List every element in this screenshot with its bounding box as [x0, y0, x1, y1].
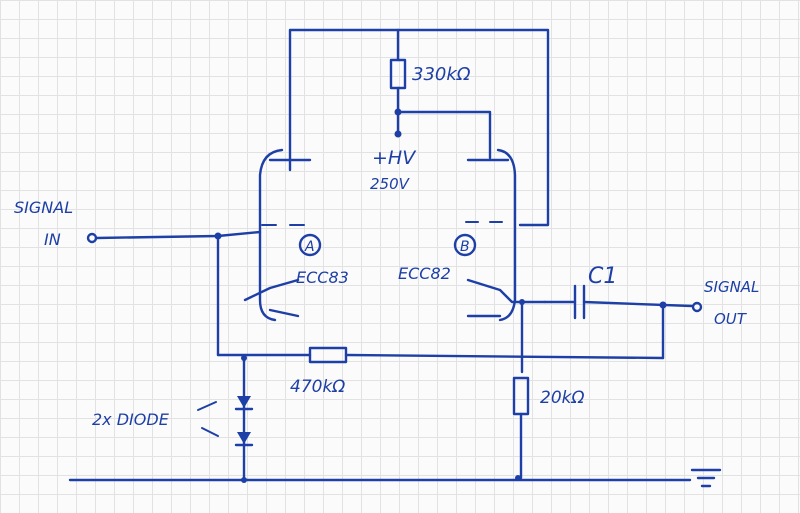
- feedback-wire-right: [344, 353, 665, 360]
- signal-out-terminal[interactable]: [691, 301, 703, 313]
- diode-1: [237, 396, 251, 408]
- signal-in-wire: [94, 230, 262, 240]
- signal-out-label-bottom: OUT: [714, 310, 748, 328]
- resistor-20k-label: 20kΩ: [540, 388, 584, 408]
- tube-b-type-label: ECC82: [398, 264, 451, 283]
- tube-envelope-right: [496, 148, 517, 322]
- tube-b-letter: B: [460, 239, 470, 255]
- hv-value-label: 250V: [370, 175, 411, 193]
- cathode-a: [243, 278, 300, 318]
- diode-annotation-mark: [197, 401, 219, 437]
- cap-right-lead: [582, 300, 694, 308]
- diode-label: 2x DIODE: [92, 410, 170, 429]
- hv-junction-dot: [394, 130, 402, 138]
- resistor-20k: [512, 376, 530, 416]
- signal-in-label-top: SIGNAL: [14, 198, 73, 217]
- signal-in-label-bottom: IN: [44, 230, 61, 249]
- tube-a-letter: A: [304, 239, 315, 255]
- tube-b-marker: [453, 233, 477, 257]
- capacitor-c1: [573, 284, 586, 320]
- capacitor-c1-label: C1: [588, 264, 617, 289]
- diode-junction-dot: [241, 355, 247, 361]
- resistor-470k-label: 470kΩ: [290, 377, 345, 397]
- tube-a-type-label: ECC83: [296, 268, 349, 287]
- ground-junction-1: [241, 477, 247, 483]
- resistor-330k: [389, 58, 407, 90]
- hv-loop-wire: [288, 28, 550, 227]
- tube-envelope-left: [258, 148, 284, 322]
- diode-2: [237, 432, 251, 444]
- ground-symbol: [690, 468, 722, 488]
- ground-junction-2: [515, 475, 521, 481]
- cathode-b: [466, 278, 547, 318]
- resistor-470k: [308, 346, 348, 364]
- signal-out-label-top: SIGNAL: [704, 278, 759, 296]
- resistor-330k-label: 330kΩ: [412, 64, 471, 85]
- plate-b-wire: [396, 110, 492, 160]
- tube-a-marker: [298, 233, 322, 257]
- hv-label: +HV: [372, 147, 417, 169]
